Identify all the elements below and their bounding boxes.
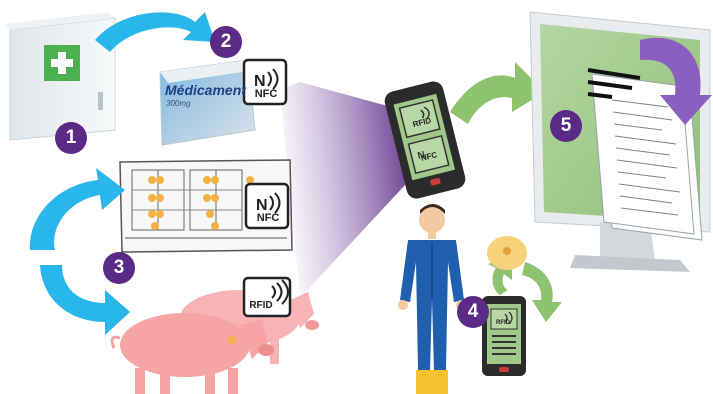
cycle-arrow-icon [40,265,130,335]
download-arrow-icon [640,37,712,126]
flow-arrow-icon [95,12,215,52]
upload-arrow-icon [450,62,545,124]
document-icon [591,73,703,241]
nfc-tag-icon: N [244,182,290,230]
svg-text:N: N [254,73,266,90]
rfid-label: RFID [249,300,273,311]
first-aid-cabinet-icon [4,12,116,141]
rfid-label: RFID [496,320,510,326]
scan-beam [280,82,405,298]
step-badges [55,26,582,328]
pig-icon [110,313,274,394]
svg-text:N: N [256,197,268,214]
nfc-label: NFC [256,212,280,224]
cycle-arrow-icon [29,168,126,250]
nfc-tag-icon: N [242,58,288,106]
step-number-3: 3 [113,257,125,278]
step-number-4: 4 [467,301,479,322]
nfc-label: NFC [254,88,278,100]
medicine-box-icon [159,59,256,146]
rfid-ear-tag-icon [242,276,292,318]
medicine-name: Médicament [165,82,246,98]
medicine-dose: 300mg [166,99,191,108]
step-number-1: 1 [65,127,77,148]
step-number-5: 5 [560,115,572,136]
rugged-phone-icon [482,296,526,376]
screen-text-lines [587,68,641,99]
rfid-ear-tag-icon [487,236,527,270]
farmer-icon [398,204,466,394]
step-number-2: 2 [220,31,232,52]
svg-text:N: N [417,150,427,162]
rugged-phone-icon: N [384,81,466,199]
